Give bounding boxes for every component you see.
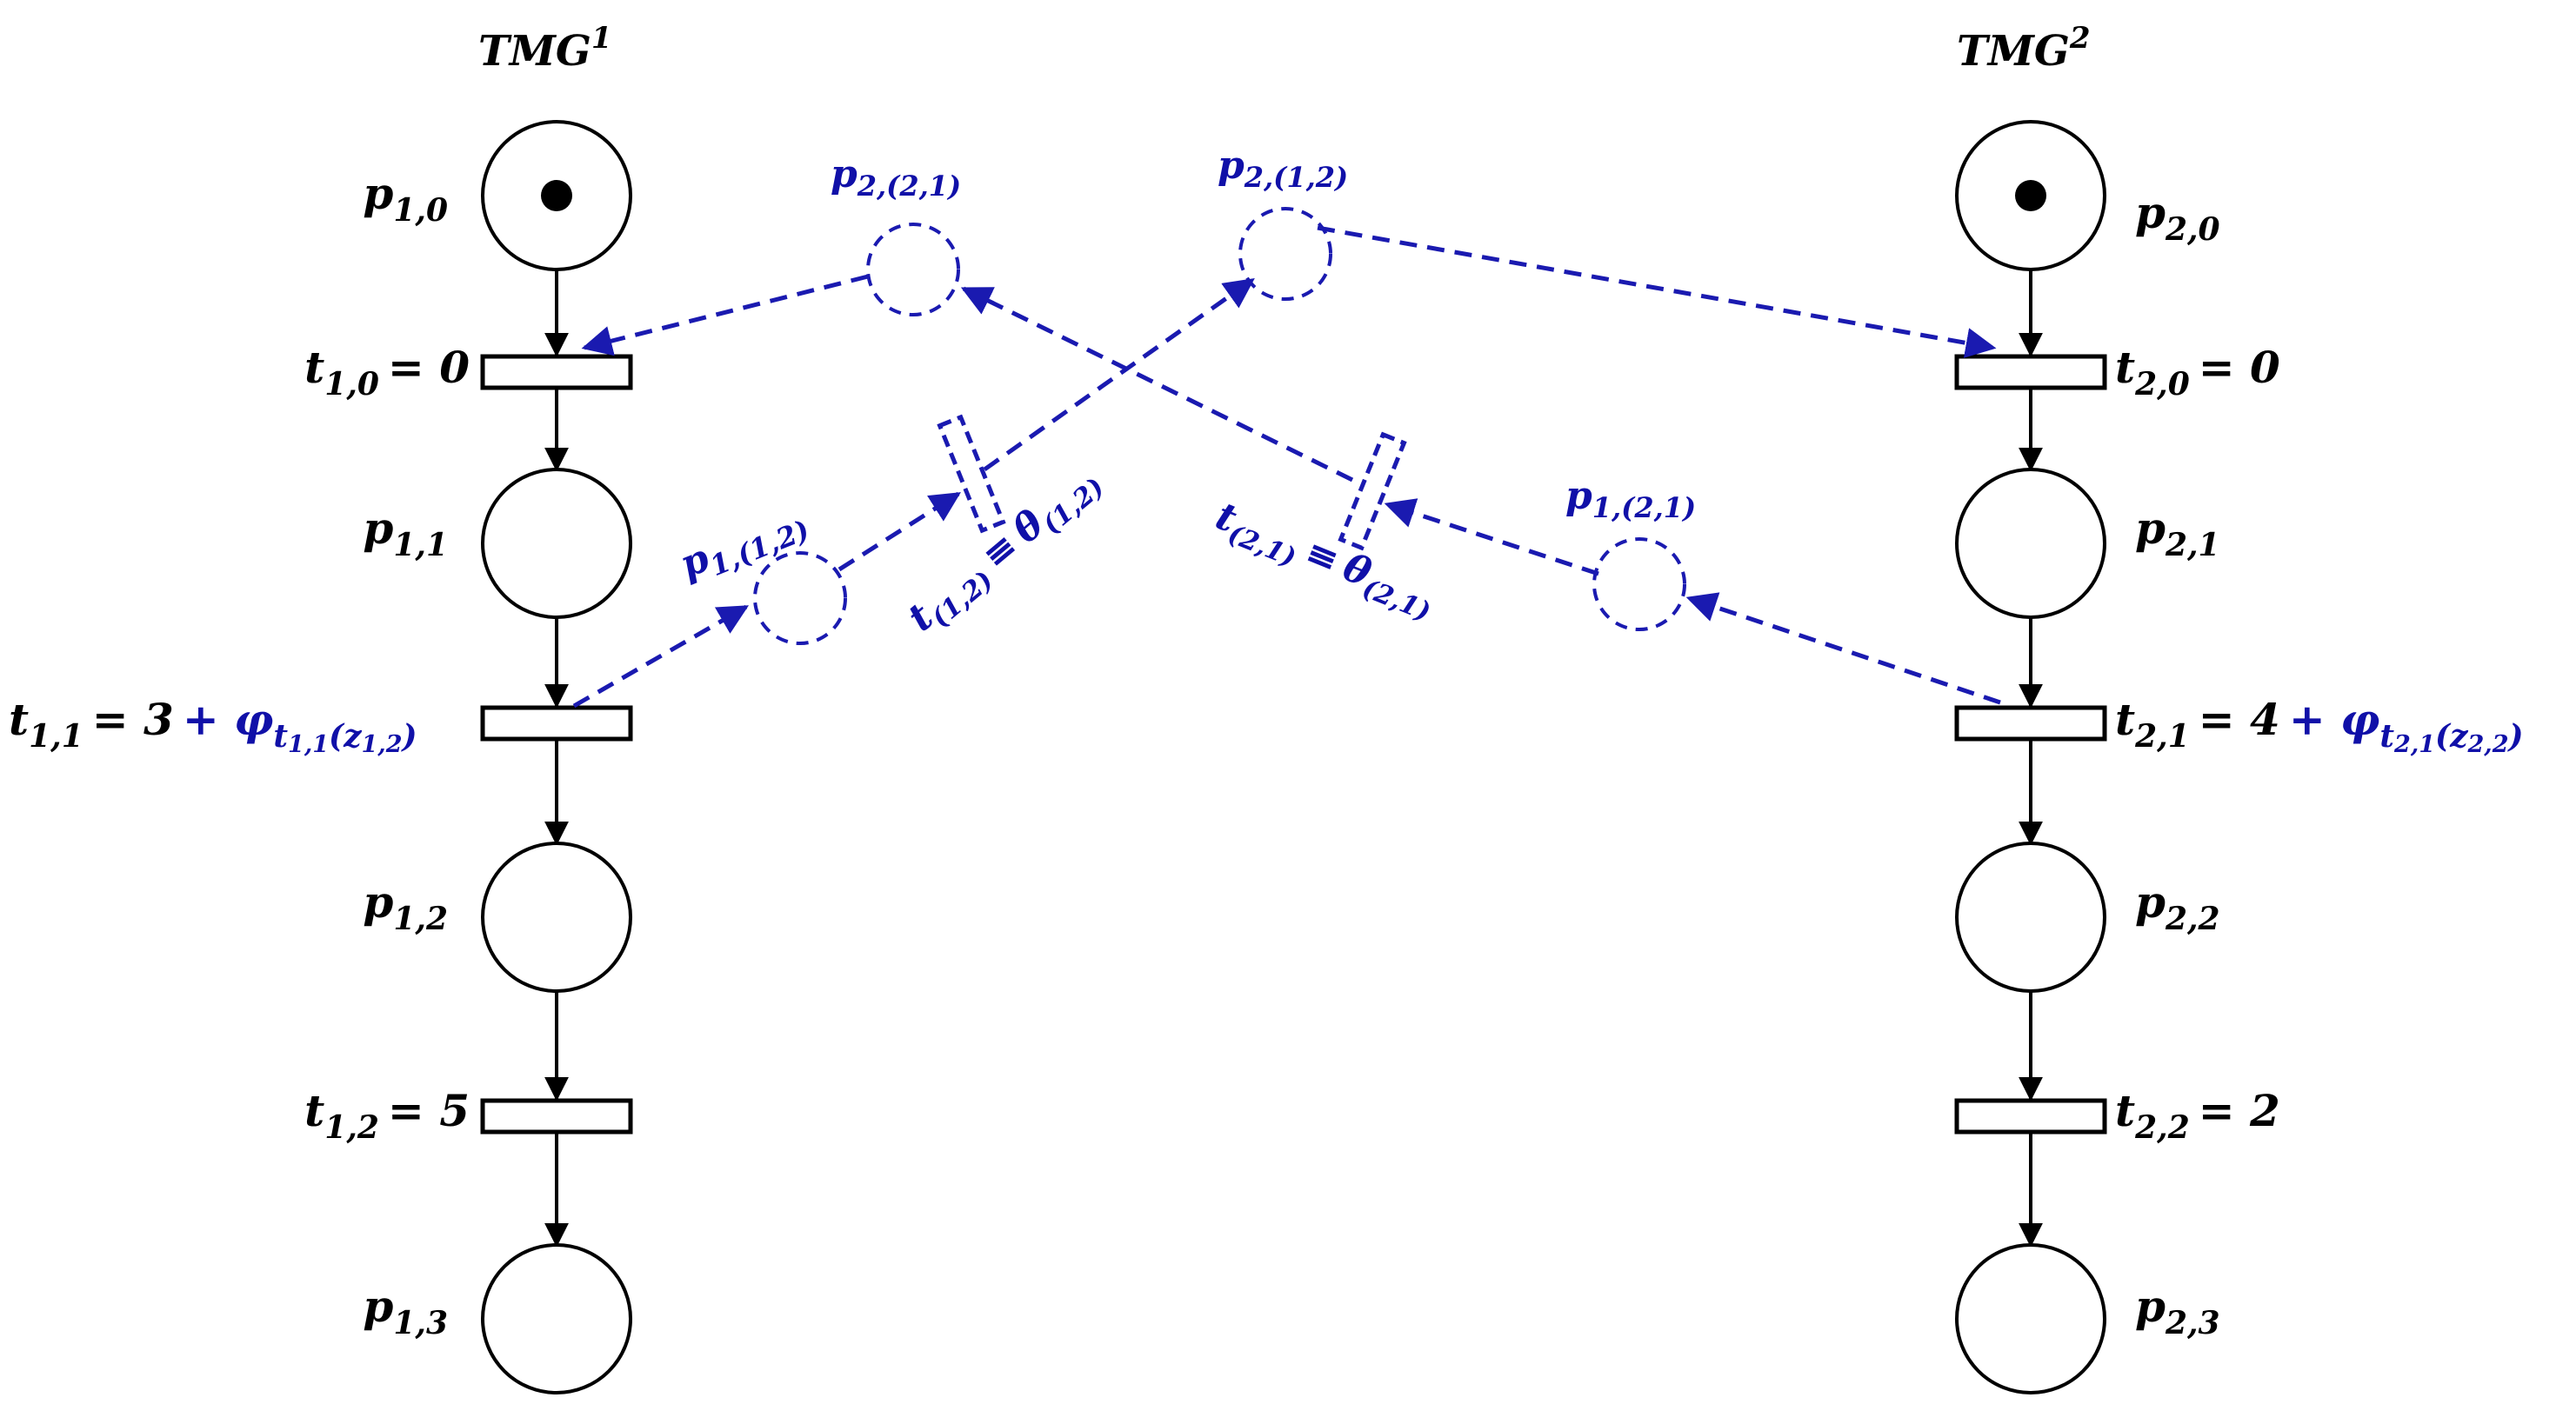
label-t1-0: t1,0= 0: [304, 342, 470, 403]
transition-t-12: [937, 414, 1006, 534]
label-p1-12: p1,(1,2): [674, 497, 814, 593]
arc-t21c-p2-21: [960, 286, 1354, 483]
token-p1-0: [541, 180, 572, 211]
label-p2-2: p2,2: [2135, 876, 2220, 937]
place-p2-21: [866, 223, 960, 316]
label-p2-0: p2,0: [2135, 187, 2220, 248]
arc-t11-p1-12: [572, 604, 750, 709]
arc-p2-21-t10: [581, 274, 869, 356]
label-p1-21: p1,(2,1): [1565, 474, 1696, 524]
place-p1-21: [1592, 537, 1686, 631]
place-p1-2: [481, 842, 632, 993]
tmg2-title: TMG2: [1957, 21, 2091, 76]
label-p2-12: p2,(1,2): [1218, 143, 1348, 194]
arc-p1-12-t12c: [838, 491, 961, 572]
arc-p1-21-t21c: [1384, 498, 1599, 576]
place-p2-12: [1238, 207, 1332, 301]
label-p1-2: p1,2: [363, 876, 448, 937]
transition-t1-1: [480, 705, 633, 742]
tmg1-title: TMG1: [478, 21, 612, 76]
label-p2-3: p2,3: [2135, 1281, 2220, 1341]
place-p1-1: [481, 468, 632, 619]
net-tmg1: TMG1 p1,0 p1,1 p1,2 p1,3 t1,0= 0 t1,1= 3…: [9, 21, 633, 1394]
label-p1-0: p1,0: [363, 168, 448, 229]
label-p2-21: p2,(2,1): [831, 152, 961, 203]
label-t1-2: t1,2= 5: [304, 1085, 470, 1146]
arc-p2-12-t20: [1317, 225, 1997, 358]
coupling-structure: p2,(2,1) p2,(1,2) p1,(2,1) p1,(1,2) t(1,…: [572, 143, 2001, 709]
arc-t21-p1-21: [1685, 592, 2001, 705]
label-t1-1: t1,1= 3+ φt1,1(z1,2): [9, 694, 417, 758]
place-p1-3: [481, 1243, 632, 1394]
transition-t1-0: [480, 354, 633, 390]
label-p1-1: p1,1: [363, 503, 448, 563]
label-t2-1: t2,1= 4+ φt2,1(z2,2): [2115, 694, 2524, 758]
label-p2-1: p2,1: [2135, 503, 2220, 563]
transition-t2-0: [1954, 354, 2107, 390]
arc-t12c-p2-12: [983, 277, 1255, 472]
token-p2-0: [2015, 180, 2046, 211]
label-t-12: t(1,2)≡θ(1,2): [899, 456, 1110, 645]
transition-t2-1: [1954, 705, 2107, 742]
transition-t-21: [1338, 431, 1407, 551]
place-p2-1: [1955, 468, 2106, 619]
label-t2-2: t2,2= 2: [2115, 1085, 2280, 1146]
net-tmg2: TMG2 p2,0 p2,1 p2,2 p2,3 t2,0= 0 t2,1= 4…: [1954, 21, 2524, 1394]
label-p1-3: p1,3: [363, 1281, 448, 1341]
place-p1-12: [753, 551, 847, 645]
place-p2-3: [1955, 1243, 2106, 1394]
label-t2-0: t2,0= 0: [2115, 342, 2280, 403]
label-t-21: t(2,1)≡θ(2,1): [1207, 494, 1442, 628]
transition-t2-2: [1954, 1098, 2107, 1135]
transition-t1-2: [480, 1098, 633, 1135]
place-p2-2: [1955, 842, 2106, 993]
